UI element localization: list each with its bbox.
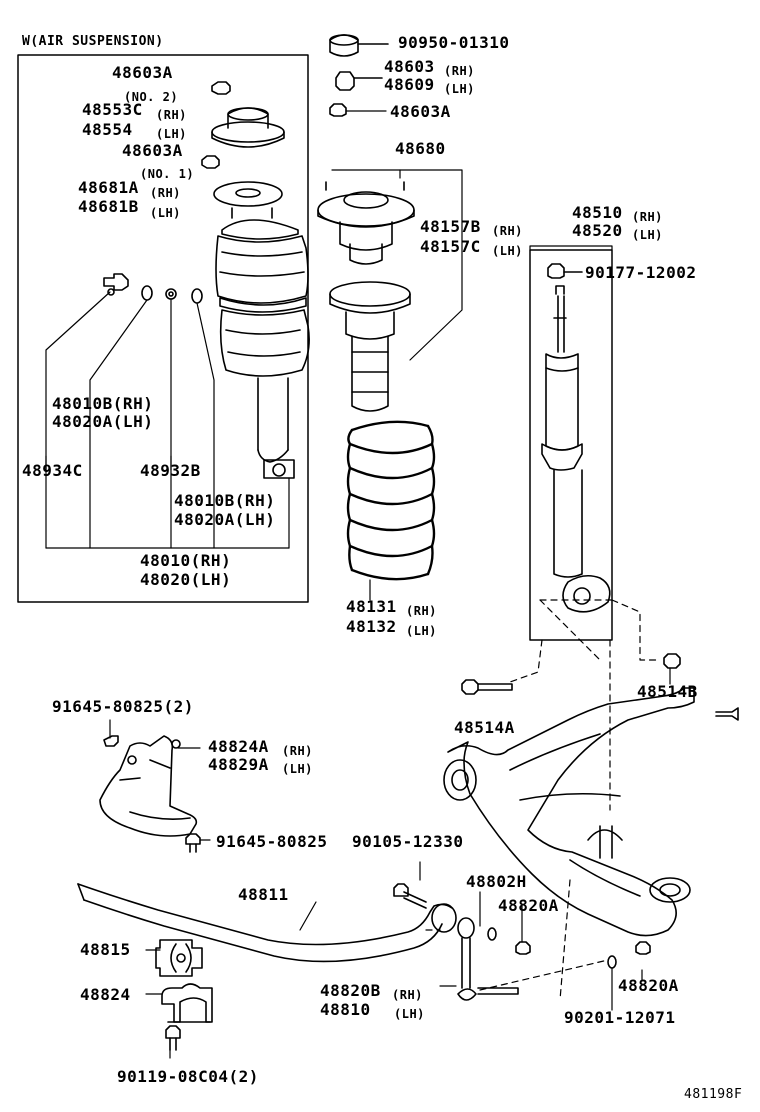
label-48132: 48132 [346, 617, 397, 636]
label-48157c: 48157C [420, 237, 481, 256]
bushing-48815 [155, 939, 203, 977]
air-suspension-header: W(AIR SUSPENSION) [22, 34, 164, 49]
stabilizer-link-48810 [457, 917, 519, 1001]
label-48815: 48815 [80, 940, 131, 959]
label-48510: 48510 [572, 203, 623, 222]
label-48520: 48520 [572, 221, 623, 240]
dashed-leaders [425, 599, 661, 1001]
label-48020a-1: 48020A(LH) [52, 412, 154, 431]
label-48824a: 48824A [208, 737, 269, 756]
label-90105-12330: 90105-12330 [352, 832, 464, 851]
washer-48802h [487, 927, 497, 941]
center-leaders [331, 169, 463, 361]
label-48603a-right: 48603A [390, 102, 451, 121]
label-48603a-top: 48603A [112, 63, 173, 82]
label-48820a-1: 48820A [498, 896, 559, 915]
label-lh-4: (LH) [492, 244, 523, 258]
label-rh-5: (RH) [632, 210, 663, 224]
label-91645-80825-2: 91645-80825(2) [52, 697, 194, 716]
washer-48681a [213, 181, 283, 207]
label-48681a: 48681A [78, 178, 139, 197]
bolt-90119-08c04 [165, 1025, 181, 1051]
label-48010: 48010(RH) [140, 551, 232, 570]
label-48829a: 48829A [208, 755, 269, 774]
nut-90177-12002 [547, 263, 583, 279]
cap-90950-01310 [329, 34, 389, 57]
coil-spring-48131 [346, 420, 436, 581]
boot-48157 [329, 281, 411, 412]
label-lh-1: (LH) [156, 127, 187, 141]
lower-leaders [109, 667, 671, 1059]
label-48010b-2: 48010B(RH) [174, 491, 276, 510]
label-48603a-mid: 48603A [122, 141, 183, 160]
shock-box [529, 249, 613, 641]
label-rh-1: (RH) [156, 108, 187, 122]
label-48010b-1: 48010B(RH) [52, 394, 154, 413]
label-lh-3: (LH) [444, 82, 475, 96]
label-no1: (NO. 1) [140, 167, 195, 181]
label-48020a-2: 48020A(LH) [174, 510, 276, 529]
label-48554: 48554 [82, 120, 133, 139]
label-90950-01310: 90950-01310 [398, 33, 510, 52]
label-no2: (NO. 2) [124, 90, 179, 104]
label-48681b: 48681B [78, 197, 139, 216]
label-lh-7: (LH) [282, 762, 313, 776]
label-48934c: 48934C [22, 461, 83, 480]
upper-support-48680 [317, 181, 415, 265]
label-48802h: 48802H [466, 872, 527, 891]
nut-48603a [329, 103, 347, 117]
nut-48603a-no2 [211, 81, 231, 95]
air-box-leaders [45, 291, 290, 549]
label-lh-5: (LH) [632, 228, 663, 242]
shock-absorber-48510 [541, 285, 611, 613]
lower-control-arm [443, 687, 739, 937]
small-parts-48934c-48932b [103, 273, 203, 304]
label-48811: 48811 [238, 885, 289, 904]
label-48131: 48131 [346, 597, 397, 616]
label-lh-6: (LH) [406, 624, 437, 638]
washer-90201-12071 [607, 955, 617, 969]
label-90201-12071: 90201-12071 [564, 1008, 676, 1027]
stabilizer-bar-48811 [77, 883, 457, 963]
label-rh-8: (RH) [392, 988, 423, 1002]
label-48820a-2: 48820A [618, 976, 679, 995]
label-rh-2: (RH) [150, 186, 181, 200]
label-90119-08c04-2: 90119-08C04(2) [117, 1067, 259, 1086]
label-48824: 48824 [80, 985, 131, 1004]
label-48680: 48680 [395, 139, 446, 158]
label-lh-8: (LH) [394, 1007, 425, 1021]
label-91645-80825: 91645-80825 [216, 832, 328, 851]
label-48514b: 48514B [637, 682, 698, 701]
label-48157b: 48157B [420, 217, 481, 236]
nut-48603a-no1 [201, 155, 220, 169]
label-48810: 48810 [320, 1000, 371, 1019]
nut-48514b [663, 653, 681, 669]
air-spring-48010 [215, 207, 310, 479]
figure-id: 481198F [684, 1087, 743, 1102]
label-48603: 48603 [384, 57, 435, 76]
label-48553c: 48553C [82, 100, 143, 119]
label-48609: 48609 [384, 75, 435, 94]
label-48932b: 48932B [140, 461, 201, 480]
label-rh-6: (RH) [406, 604, 437, 618]
bolt-48514a [461, 679, 513, 695]
label-rh-4: (RH) [492, 224, 523, 238]
bolt-90105-12330 [393, 883, 427, 909]
label-lh-2: (LH) [150, 206, 181, 220]
nut-48820a-2 [635, 941, 651, 955]
label-48820b: 48820B [320, 981, 381, 1000]
nut-48603 [335, 71, 383, 91]
label-rh-7: (RH) [282, 744, 313, 758]
label-rh-3: (RH) [444, 64, 475, 78]
nut-48820a [515, 941, 531, 955]
upper-mount-48553c [211, 107, 285, 148]
stabilizer-bracket-48824a [99, 735, 201, 853]
label-48514a: 48514A [454, 718, 515, 737]
label-90177-12002: 90177-12002 [585, 263, 697, 282]
label-48020: 48020(LH) [140, 570, 232, 589]
bracket-48824 [161, 983, 213, 1023]
